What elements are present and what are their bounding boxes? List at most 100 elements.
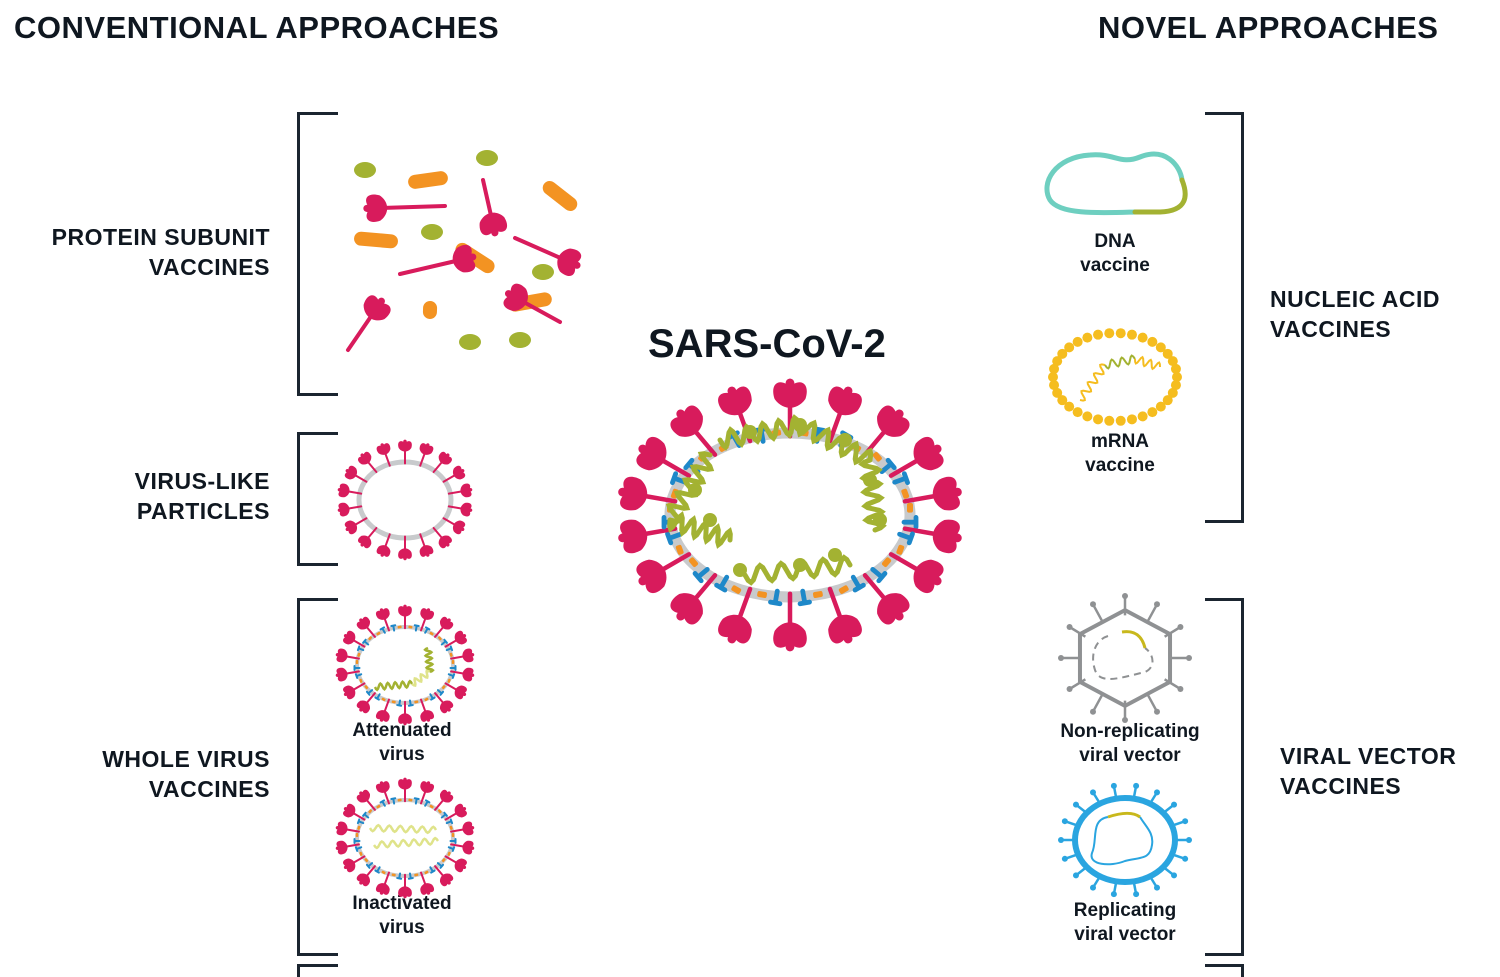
membrane-protein [362, 636, 373, 646]
blue-protein [665, 531, 683, 546]
blue-protein [436, 689, 445, 696]
spike-protein [462, 840, 475, 855]
mrna-strand-coding [1104, 354, 1136, 370]
spike-head-shape [454, 630, 467, 645]
membrane-protein [447, 846, 456, 856]
spike-head-shape [398, 886, 412, 899]
spike-protein [375, 710, 390, 722]
spike-protein [398, 439, 412, 452]
lipid-dot [1115, 415, 1126, 426]
spike-tip [1058, 837, 1064, 843]
blue-protein [354, 846, 363, 852]
spike-head-shape [557, 248, 582, 277]
spike-head-shape [773, 378, 807, 408]
lipid-dot [1049, 363, 1060, 374]
blue-protein [429, 866, 436, 874]
inactivated-line2: virus [379, 917, 425, 938]
membrane-protein [688, 557, 710, 584]
spike-protein [419, 443, 434, 455]
bottom-stub-right [1205, 964, 1244, 977]
nucleocapsid-bead [743, 425, 757, 439]
lipid-dot [1115, 328, 1126, 339]
spike-protein [932, 519, 962, 554]
blue-protein [797, 588, 812, 607]
lipid-dot [1093, 414, 1104, 425]
spike-head-shape [419, 545, 434, 557]
orange-protein [429, 804, 434, 809]
membrane-protein [436, 858, 446, 869]
spike-stalk [346, 310, 376, 352]
fiber-knob [1177, 624, 1184, 630]
blue-protein [440, 811, 448, 819]
spike-head-shape [363, 295, 391, 321]
spike-tip [1110, 782, 1117, 789]
spike-protein [343, 685, 356, 700]
spike-protein [462, 667, 475, 682]
spike-protein [454, 630, 467, 645]
spike-protein [375, 883, 390, 895]
spike-head-shape [828, 386, 862, 416]
spike-protein [398, 777, 412, 790]
rna-strand [796, 419, 874, 466]
protein-fragment [422, 301, 438, 319]
spike-protein [343, 858, 356, 873]
membrane-protein [896, 531, 915, 555]
membrane-protein [872, 451, 897, 475]
spike-head-shape [356, 616, 371, 630]
spike-head-shape [420, 781, 435, 793]
orange-protein [364, 685, 369, 690]
spike-protein [376, 545, 391, 557]
sars-cov-2-virus-illustration [618, 378, 962, 652]
mrna-strand [1079, 363, 1106, 402]
blue-protein [407, 872, 414, 880]
spike-protein [636, 559, 667, 594]
spike-head-shape [932, 519, 962, 554]
blue-protein [362, 638, 370, 646]
dna-caption: DNA vaccine [1040, 230, 1190, 278]
spike-head-shape [335, 648, 348, 663]
spike-tip [1090, 789, 1096, 796]
blue-protein [413, 797, 420, 805]
nucleocapsid-bead [838, 433, 852, 447]
spike-head-shape [636, 436, 667, 471]
membrane-protein [424, 799, 434, 809]
lipid-dot [1093, 329, 1104, 340]
membrane-protein [407, 872, 419, 880]
membrane-protein [797, 588, 823, 607]
membrane-protein [665, 531, 684, 555]
antigen-dot [354, 162, 376, 178]
spike-head-shape [438, 535, 452, 549]
rna-strand [373, 679, 414, 692]
spike-tip [1154, 884, 1160, 891]
blue-protein [901, 515, 919, 530]
fiber-knob [1122, 593, 1128, 599]
blue-protein [436, 862, 445, 869]
orange-protein [731, 585, 742, 594]
spike-protein [618, 519, 648, 554]
spike-protein [462, 648, 475, 663]
spike-tip [1072, 872, 1079, 879]
spike-protein [452, 465, 466, 480]
gene-insert [1107, 811, 1141, 819]
blue-protein [379, 626, 386, 634]
spike-head-shape [419, 443, 434, 455]
nucleocapsid-bead [703, 513, 717, 527]
rna-strand [717, 414, 803, 451]
viral-membrane [356, 459, 454, 541]
membrane-protein [714, 574, 742, 594]
spike-head-shape [877, 593, 910, 625]
whole-virus-label-line2: VACCINES [148, 776, 270, 802]
lipid-dot [1137, 332, 1148, 343]
spike-tip [1182, 818, 1189, 825]
whole-virus-label: WHOLE VIRUS VACCINES [102, 744, 270, 804]
membrane-protein [892, 471, 910, 499]
spike-stalk [513, 236, 567, 262]
blue-protein [897, 531, 915, 546]
orange-protein [355, 833, 359, 837]
spike-protein [439, 700, 454, 714]
membrane-protein [838, 574, 866, 594]
spike-head-shape [398, 777, 412, 790]
orange-protein [359, 678, 363, 683]
blue-protein [850, 574, 866, 593]
spike-protein [452, 520, 466, 535]
